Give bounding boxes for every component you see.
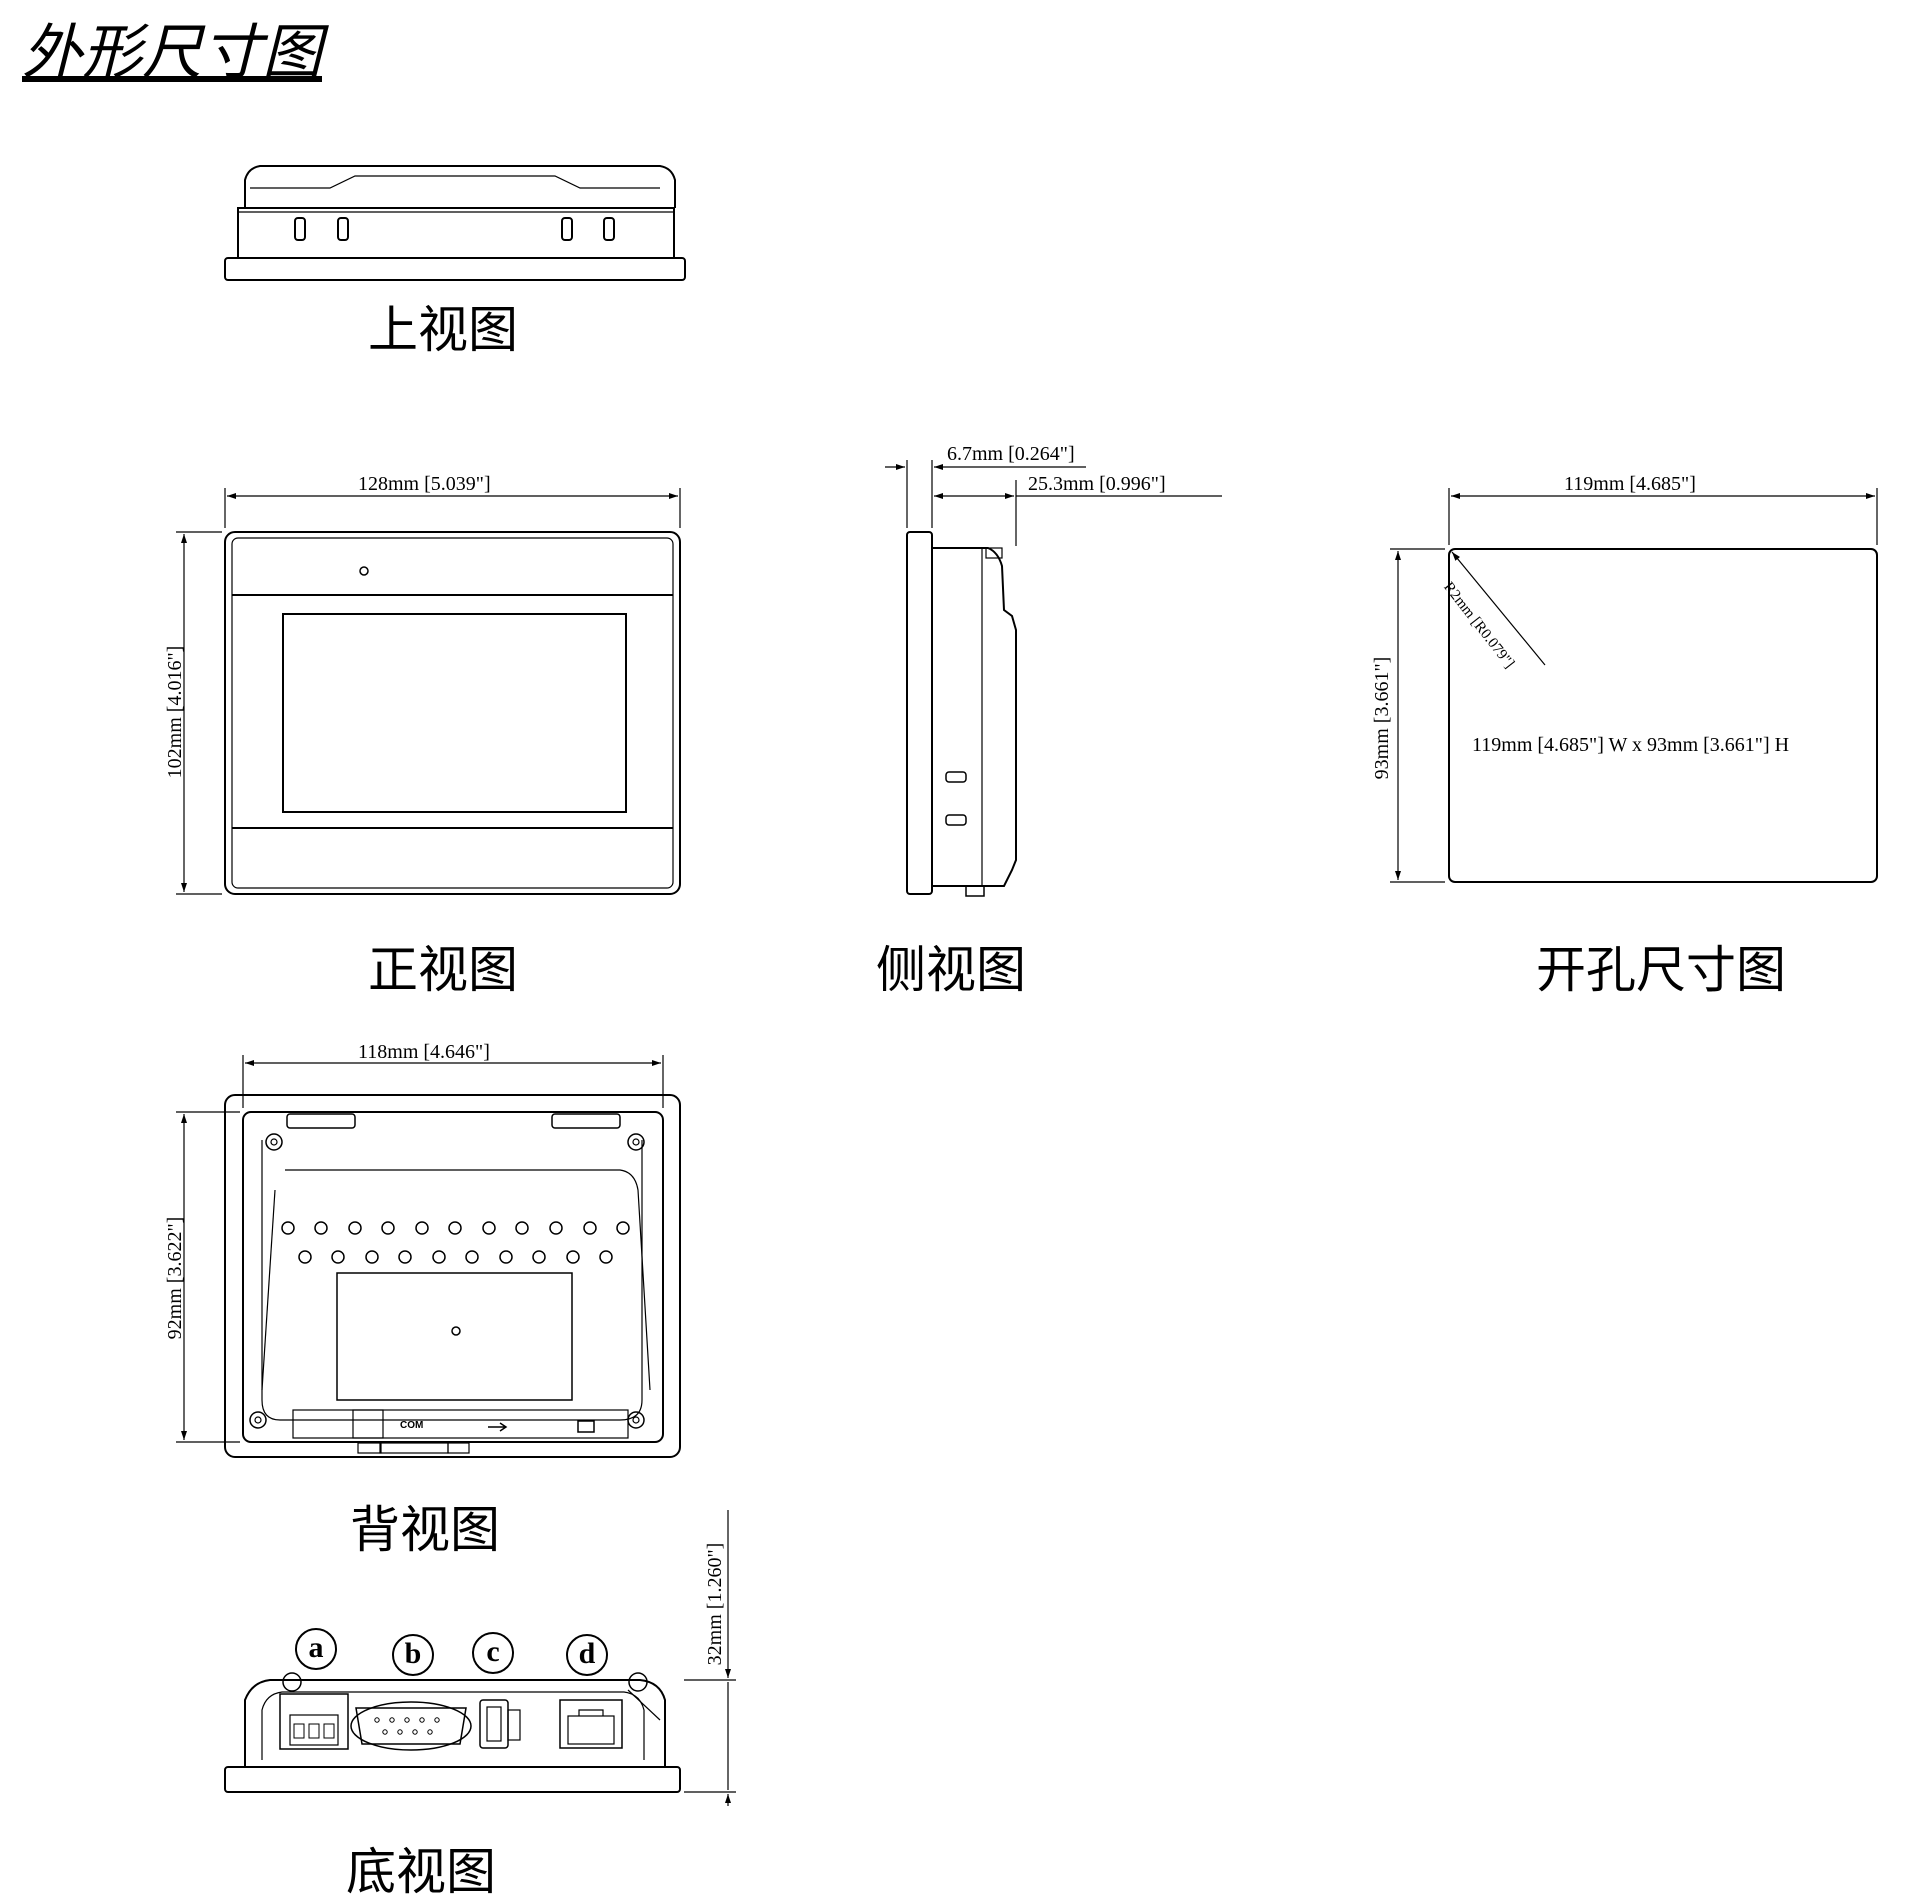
bottom-dimension-lines — [684, 1510, 736, 1806]
page-title: 外形尺寸图 — [22, 18, 322, 88]
front-width-dimension: 128mm [5.039"] — [358, 473, 491, 495]
top-view-label: 上视图 — [368, 301, 518, 359]
callout-d: d — [566, 1634, 608, 1676]
side-view-label: 侧视图 — [876, 941, 1026, 999]
callout-c: c — [472, 1632, 514, 1674]
cutout-drawing — [1448, 548, 1878, 883]
back-width-dimension: 118mm [4.646"] — [358, 1041, 490, 1063]
front-dimension-lines — [176, 488, 681, 895]
bottom-view-drawing — [224, 1672, 681, 1793]
back-dimension-lines — [176, 1055, 664, 1443]
side-depth-dimension: 25.3mm [0.996"] — [1028, 473, 1166, 495]
callout-b: b — [392, 1634, 434, 1676]
side-bezel-dimension: 6.7mm [0.264"] — [947, 443, 1075, 465]
back-view-label: 背视图 — [350, 1501, 500, 1559]
cutout-dimension-lines — [1390, 488, 1878, 883]
back-height-dimension: 92mm [3.622"] — [164, 1216, 186, 1340]
callout-a: a — [295, 1628, 337, 1670]
side-dimension-lines — [885, 460, 1222, 546]
front-view-drawing — [224, 531, 681, 895]
front-height-dimension: 102mm [4.016"] — [164, 645, 186, 779]
cutout-width-dimension: 119mm [4.685"] — [1564, 473, 1696, 495]
com-port-label: COM — [400, 1420, 424, 1431]
bottom-view-label: 底视图 — [346, 1843, 496, 1901]
cutout-height-dimension: 93mm [3.661"] — [1371, 656, 1393, 780]
back-vent-holes — [281, 1221, 630, 1264]
bottom-height-dimension: 32mm [1.260"] — [704, 1542, 726, 1666]
side-view-drawing — [906, 531, 1017, 897]
cutout-size-note: 119mm [4.685"] W x 93mm [3.661"] H — [1472, 734, 1790, 756]
top-view-drawing — [224, 165, 686, 281]
front-view-label: 正视图 — [368, 941, 518, 999]
back-view-drawing — [224, 1094, 681, 1458]
cutout-view-label: 开孔尺寸图 — [1536, 941, 1786, 999]
